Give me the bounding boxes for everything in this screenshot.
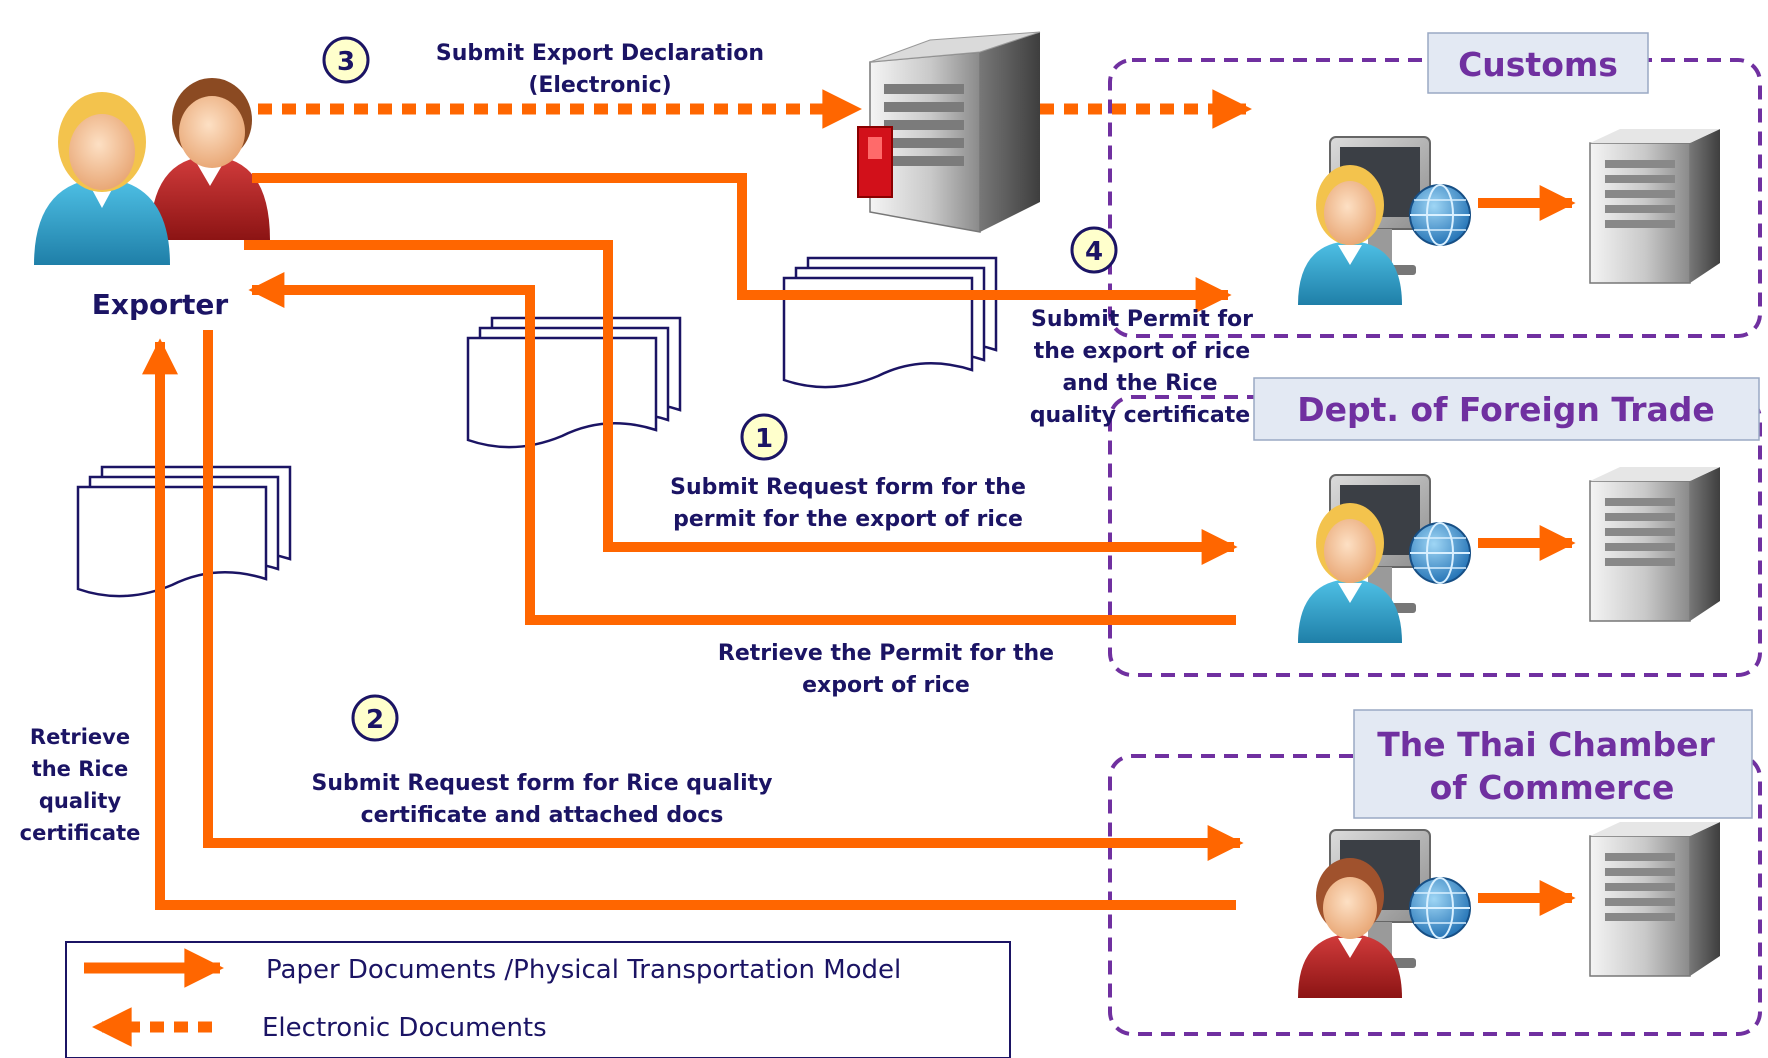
document-stack-right-icon [782,256,998,389]
tcc-header-line2: of Commerce [1430,768,1675,807]
legend-paper-label: Paper Documents /Physical Transportation… [266,955,901,985]
customs-header-bg [1427,32,1649,94]
retrieve-cert-text-line1: Retrieve [30,725,130,749]
server-icon [1589,467,1720,622]
retrieve-cert-arrow [142,338,1236,910]
server-icon [1589,129,1720,284]
step4-arrow [252,173,1232,313]
dft-header-bg [1253,377,1760,441]
dft-workstation [1298,467,1720,643]
female-person-icon [34,92,170,265]
exporter-icon [34,78,270,265]
globe-icon [1409,877,1471,939]
step3-number: 3 [337,47,355,77]
step1-arrow [244,240,1238,565]
globe-icon [1409,184,1471,246]
tcc-workstation [1298,822,1720,998]
retrieve-permit-text-line1: Retrieve the Permit for the [718,641,1054,666]
step2-arrow [203,330,1244,861]
step1-text-line2: permit for the export of rice [673,507,1023,532]
retrieve-permit-text-line2: export of rice [802,673,970,698]
step3-number-circle [322,36,370,84]
dft-header: Dept. of Foreign Trade [1297,390,1715,429]
step2-text-line1: Submit Request form for Rice quality [312,771,773,796]
step4-text-line4: quality certificate [1030,403,1250,428]
exporter-label: Exporter [92,288,229,321]
tcc-header-line1: The Thai Chamber [1377,725,1715,764]
customs-header: Customs [1458,45,1618,84]
document-stack-left-icon [76,465,292,598]
document-stack-middle-icon [466,316,682,449]
customs-workstation [1298,129,1720,305]
step4-text-line3: and the Rice [1062,371,1217,396]
globe-icon [1409,522,1471,584]
retrieve-cert-text-line2: the Rice [32,757,129,781]
officer-icon [1298,165,1402,305]
tcc-header-bg [1353,709,1753,819]
step4-number: 4 [1085,237,1103,267]
step4-text-line1: Submit Permit for [1031,307,1253,332]
server-icon [1589,822,1720,977]
male-person-icon [150,78,270,240]
officer-icon [1298,503,1402,643]
step1-number-circle [740,413,788,461]
officer-icon [1298,858,1402,998]
step1-text-line1: Submit Request form for the [670,475,1026,500]
gateway-server-icon [857,31,1041,233]
step3-text-line2: (Electronic) [528,73,671,98]
retrieve-permit-arrow [248,272,1236,625]
step2-text-line2: certificate and attached docs [361,803,724,828]
legend-electronic-label: Electronic Documents [262,1013,547,1043]
step4-number-circle [1070,226,1118,274]
step4-text-line2: the export of rice [1034,339,1250,364]
step3-text-line1: Submit Export Declaration [436,41,764,66]
step2-number: 2 [366,705,384,735]
retrieve-cert-text-line4: certificate [20,821,141,845]
step1-number: 1 [755,424,773,454]
step2-number-circle [351,694,399,742]
retrieve-cert-text-line3: quality [39,789,122,813]
